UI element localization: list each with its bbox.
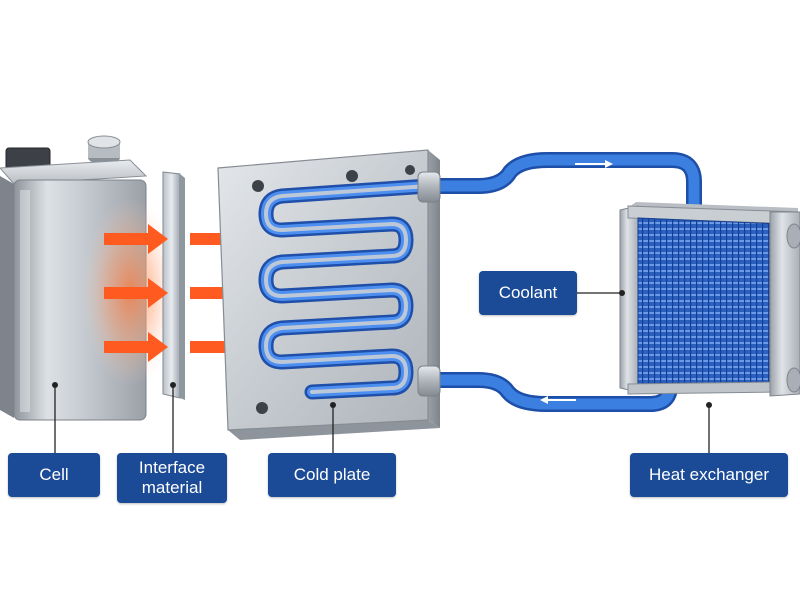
mount-hole: [252, 180, 264, 192]
battery-cell: [0, 135, 178, 421]
mount-hole: [405, 165, 415, 175]
cell-label: Cell: [8, 453, 100, 497]
return-pipe-highlight: [438, 374, 676, 410]
hx-port: [786, 223, 800, 249]
coolant-loop: [417, 152, 702, 412]
flow-arrowhead: [540, 396, 548, 404]
hx-right-tank: [769, 211, 800, 397]
cold-plate-label-text: Cold plate: [293, 465, 371, 484]
cold-plate: [217, 149, 440, 440]
inlet-fitting: [417, 171, 441, 203]
right-arrow-icon: [104, 224, 168, 254]
right-arrow-icon: [104, 332, 168, 362]
interface-pad: [162, 171, 181, 399]
hx-bottom-rail: [627, 381, 781, 395]
mount-hole: [256, 402, 268, 414]
heat-exchanger: [619, 202, 800, 408]
hx-core: [637, 217, 781, 385]
heat-exchanger-label: Heat exchanger: [630, 453, 788, 497]
cell-highlight: [20, 190, 30, 412]
hx-left-tank: [619, 205, 639, 393]
positive-terminal-cap: [87, 135, 121, 149]
flow-arrowhead: [605, 160, 613, 168]
cold-plate-bottom-edge: [228, 420, 440, 440]
coolant-channel-core: [264, 184, 430, 394]
cold-plate-side: [428, 150, 440, 428]
leader-lines: [54, 292, 710, 455]
interface-material-label: Interface material: [117, 453, 227, 503]
right-arrow-icon: [104, 278, 168, 308]
cell-label-text: Cell: [39, 465, 69, 484]
interface-label-line1: Interface: [138, 458, 206, 477]
interface-pad-edge: [180, 174, 185, 400]
supply-pipe-highlight: [438, 154, 700, 214]
coolant-label: Coolant: [479, 271, 577, 315]
interface-material: [162, 171, 185, 400]
cell-top: [0, 159, 148, 185]
heat-exchanger-label-text: Heat exchanger: [648, 465, 770, 484]
interface-label-line2: material: [141, 478, 203, 497]
cold-plate-label: Cold plate: [268, 453, 396, 497]
cell-body: [0, 176, 14, 418]
hx-port: [786, 367, 800, 393]
mount-hole: [346, 170, 358, 182]
coolant-label-text: Coolant: [498, 283, 558, 302]
outlet-fitting: [417, 365, 441, 397]
